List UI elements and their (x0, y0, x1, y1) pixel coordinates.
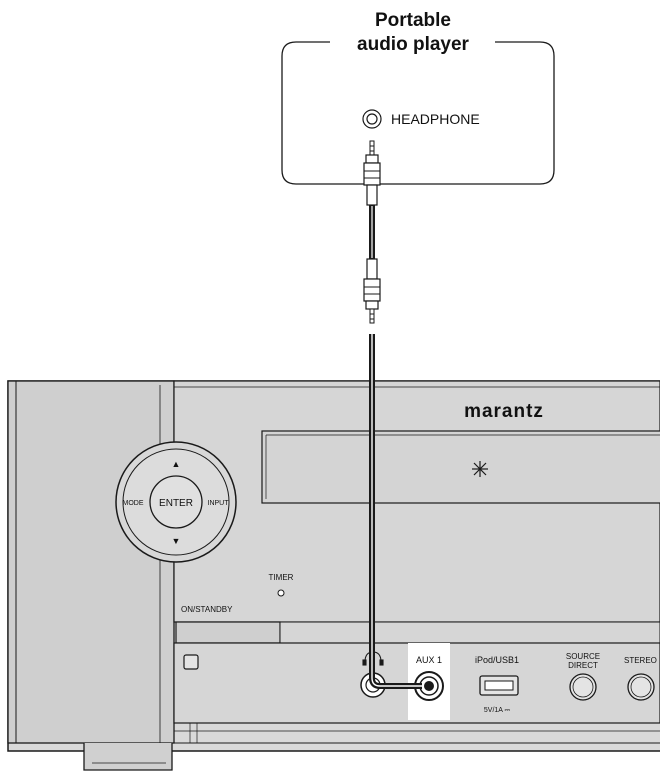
bottom-plug-icon (363, 258, 381, 324)
enter-button[interactable] (149, 475, 203, 529)
headphone-port-label: HEADPHONE (391, 111, 480, 127)
input-label: INPUT (208, 500, 230, 507)
receiver-front-panel: marantz ENTER MODE INPUT ▲ ▼ TIMER ON/ST… (7, 334, 660, 771)
mode-label: MODE (123, 500, 144, 507)
timer-label: TIMER (269, 573, 294, 582)
aux1-jack[interactable] (414, 671, 444, 701)
power-label: ON/STANDBY (181, 605, 233, 614)
up-arrow-icon: ▲ (172, 459, 181, 469)
stereo-mini-cable (363, 140, 381, 324)
left-bezel (7, 380, 175, 744)
stereo-label: STEREO (624, 656, 657, 665)
down-arrow-icon: ▼ (172, 536, 181, 546)
timer-indicator-icon (277, 589, 285, 597)
source-direct-button[interactable] (569, 673, 597, 701)
enter-button-label: ENTER (159, 498, 193, 509)
receiver-foot (83, 743, 173, 771)
usb-label: iPod/USB1 (475, 655, 519, 665)
remote-sensor-icon (472, 461, 488, 477)
brand-logo: marantz (464, 401, 544, 422)
stereo-button[interactable] (627, 673, 655, 701)
power-button[interactable] (175, 621, 281, 644)
usb-rating-label: 5V/1A ⎓ (484, 707, 511, 714)
source-direct-label-line2: DIRECT (568, 661, 598, 670)
aux1-label: AUX 1 (416, 655, 442, 665)
player-title-line1: Portable (375, 10, 451, 31)
usb-port[interactable] (479, 675, 519, 696)
headphone-jack-icon (362, 109, 382, 129)
player-outline (281, 41, 555, 185)
source-direct-label-line1: SOURCE (566, 652, 600, 661)
small-square-button[interactable] (183, 654, 199, 670)
control-dial[interactable]: ENTER MODE INPUT ▲ ▼ (115, 441, 237, 563)
portable-audio-player: Portable audio player HEADPHONE (281, 10, 555, 185)
player-title-line2: audio player (357, 34, 470, 55)
display-window (261, 430, 660, 504)
